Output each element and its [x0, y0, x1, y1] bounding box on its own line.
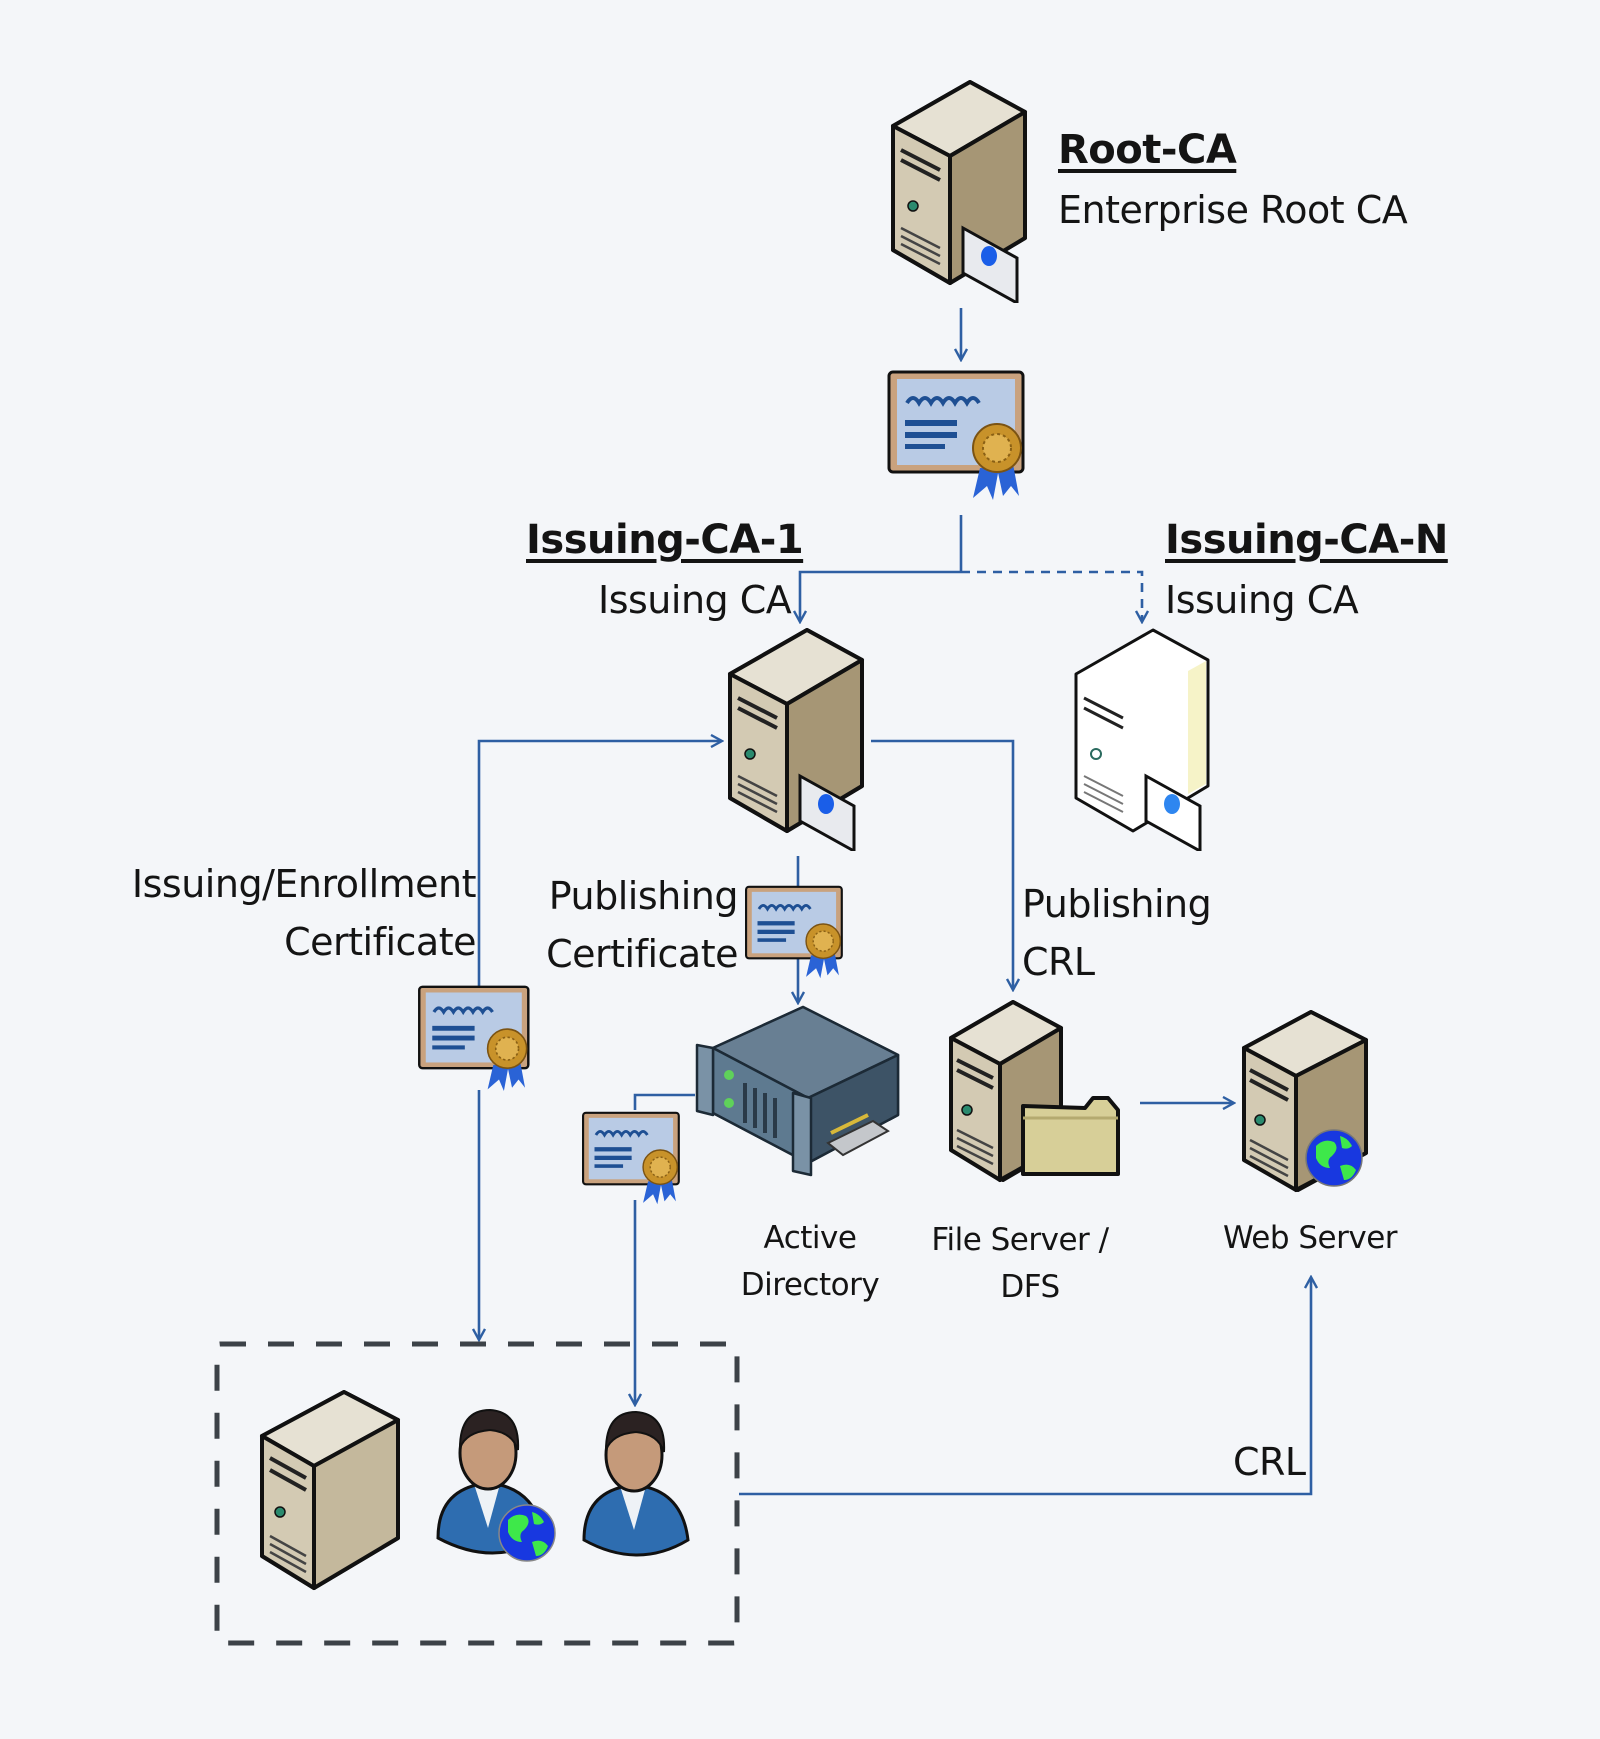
file-server-icon[interactable]: [943, 998, 1121, 1193]
issuing-ca-1-server-icon[interactable]: [722, 626, 872, 851]
publishing-certificate-label-line1: Publishing: [548, 874, 739, 918]
issuing-ca-1-role: Issuing CA: [598, 578, 792, 622]
file-server-label-line1: File Server /: [931, 1222, 1109, 1258]
issuing-ca-1-name: Issuing-CA-1: [526, 517, 804, 563]
active-directory-label-line1: Active: [763, 1220, 857, 1256]
web-user-icon[interactable]: [432, 1408, 556, 1568]
enrollment-to-issuing-ca-arrow: [477, 741, 722, 1000]
client-server-icon[interactable]: [256, 1388, 406, 1593]
ad-to-client-line: [633, 1093, 695, 1110]
root-ca-role: Enterprise Root CA: [1058, 188, 1408, 232]
issuing-ca-n-server-icon[interactable]: [1068, 626, 1218, 851]
file-server-label-line2: DFS: [1000, 1269, 1060, 1305]
client-certificate-icon: [581, 1111, 680, 1205]
user-icon[interactable]: [580, 1410, 692, 1570]
publishing-certificate-label-line2: Certificate: [546, 932, 738, 976]
root-certificate-icon: [887, 370, 1025, 500]
issuing-ca-n-role: Issuing CA: [1165, 578, 1359, 622]
root-ca-name: Root-CA: [1058, 127, 1237, 173]
web-server-icon[interactable]: [1236, 1008, 1376, 1198]
clients-group-box: [214, 1341, 740, 1646]
publishing-crl-label-line2: CRL: [1022, 940, 1095, 984]
crl-label: CRL: [1233, 1440, 1306, 1484]
enrollment-certificate-icon: [418, 985, 530, 1091]
junction-to-issuing-ca-n-arrow: [961, 570, 1142, 622]
active-directory-label-line2: Directory: [740, 1267, 880, 1303]
enrollment-label-line2: Certificate: [284, 920, 476, 964]
enrollment-label-line1: Issuing/Enrollment: [131, 862, 477, 906]
web-server-label: Web Server: [1222, 1220, 1398, 1256]
active-directory-server-icon[interactable]: [693, 1003, 903, 1188]
junction-to-issuing-ca-1-arrow: [800, 570, 961, 622]
publishing-certificate-icon: [744, 885, 843, 979]
publishing-crl-label-line1: Publishing: [1022, 882, 1212, 926]
clients-crl-arrow: [739, 1277, 1311, 1496]
issuing-ca-n-name: Issuing-CA-N: [1165, 517, 1448, 563]
root-ca-server-icon[interactable]: [885, 78, 1035, 303]
publishing-crl-arrow: [871, 739, 1013, 990]
